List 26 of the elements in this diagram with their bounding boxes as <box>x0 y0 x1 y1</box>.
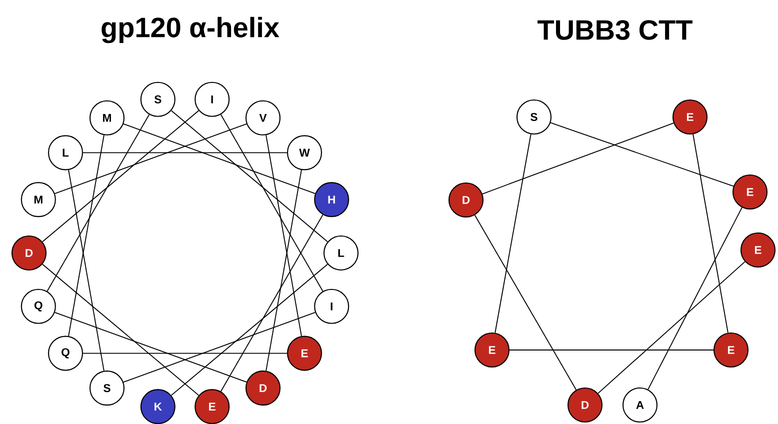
connector-line <box>692 134 728 334</box>
connector-line <box>82 152 288 154</box>
connector-line <box>170 264 328 396</box>
connector-line <box>54 123 247 194</box>
connector-line <box>123 312 316 383</box>
panel-title: TUBB3 CTT <box>538 20 692 40</box>
connector-line <box>46 114 150 292</box>
connector-line <box>123 123 316 194</box>
connector-line <box>68 170 104 372</box>
connector-line <box>68 134 104 336</box>
connector-line <box>482 122 674 194</box>
connector-line <box>266 134 302 336</box>
connector-line <box>220 214 324 392</box>
connector-line <box>54 312 247 383</box>
connector-line <box>598 261 746 394</box>
panel-title: gp120 α-helix <box>102 16 280 44</box>
connector-line <box>550 122 734 187</box>
connector-line <box>42 264 200 396</box>
connector-line <box>648 207 742 390</box>
connector-line <box>220 114 324 292</box>
connector-line <box>42 110 200 242</box>
connector-line <box>266 170 302 372</box>
connector-line <box>82 352 288 354</box>
connector-line <box>494 134 532 334</box>
connector-line <box>170 110 328 242</box>
connector-line <box>474 214 577 390</box>
